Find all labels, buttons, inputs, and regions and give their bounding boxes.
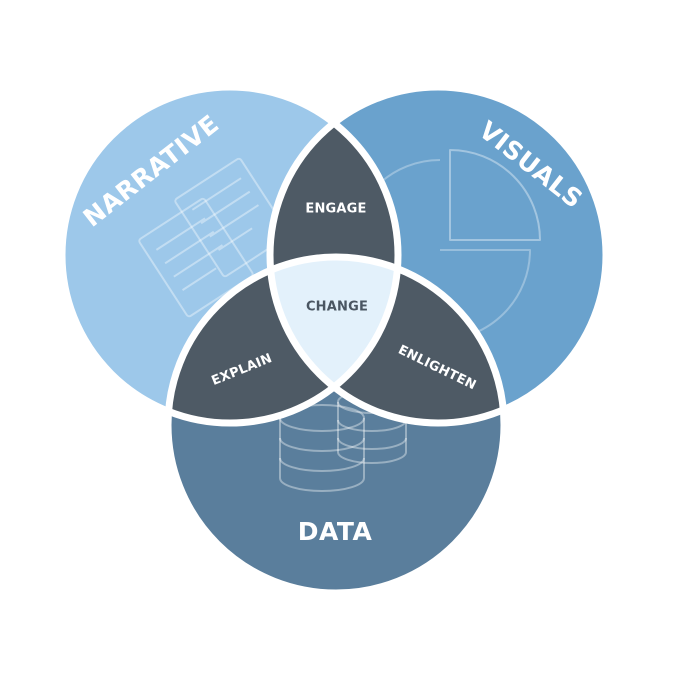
explain-region xyxy=(168,257,398,423)
documents-icon xyxy=(138,157,290,318)
enlighten-region xyxy=(270,257,504,423)
engage-label: ENGAGE xyxy=(305,202,366,217)
change-label: CHANGE xyxy=(306,300,368,315)
data-label: DATA xyxy=(298,517,373,546)
region-dividers xyxy=(58,83,610,597)
